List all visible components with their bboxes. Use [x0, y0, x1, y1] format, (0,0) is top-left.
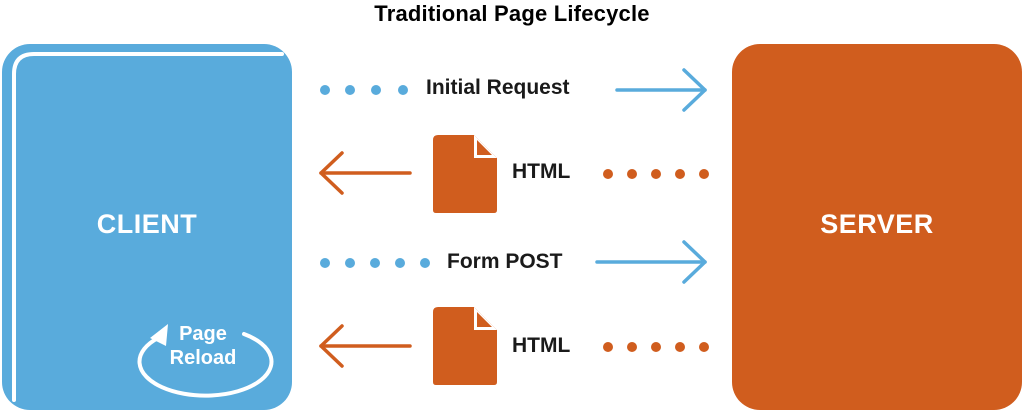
dots-html-2 — [603, 342, 709, 352]
document-icon — [433, 135, 497, 213]
flow-label-html-1: HTML — [512, 160, 571, 183]
arrow-left-icon — [319, 151, 412, 195]
dots-html-1 — [603, 169, 709, 179]
server-box: SERVER — [732, 44, 1022, 410]
arrow-right-icon — [595, 240, 707, 284]
flow-label-html-2: HTML — [512, 334, 571, 357]
document-icon — [433, 307, 497, 385]
flow-label-initial-request: Initial Request — [426, 76, 570, 99]
dots-form-post — [320, 258, 430, 268]
arrow-left-icon — [319, 324, 412, 368]
page-reload-line2: Reload — [169, 347, 237, 369]
page-reload-label: Page Reload — [158, 322, 248, 370]
server-label: SERVER — [820, 209, 934, 239]
diagram-title: Traditional Page Lifecycle — [374, 1, 650, 26]
dots-initial-request — [320, 85, 408, 95]
flow-label-form-post: Form POST — [447, 250, 563, 273]
arrow-right-icon — [615, 68, 707, 112]
page-reload-line1: Page — [179, 323, 227, 345]
